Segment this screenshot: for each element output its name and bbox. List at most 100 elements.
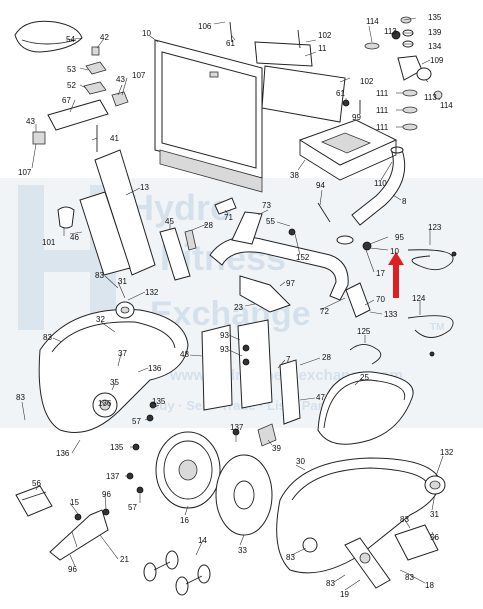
dumbbells <box>143 550 211 596</box>
part-label-109: 109 <box>430 56 444 65</box>
part-label-45: 45 <box>165 217 174 226</box>
left-belt-cover <box>38 301 189 433</box>
part-label-83c: 83 <box>16 393 25 402</box>
watermark-line1: Hydro <box>128 187 232 228</box>
right-cover <box>276 457 441 574</box>
part-label-114a: 114 <box>366 17 379 26</box>
part-label-93b: 93 <box>220 345 229 354</box>
part-label-61a: 61 <box>226 39 235 48</box>
part-label-113b: 113 <box>424 93 437 102</box>
part-label-7: 7 <box>286 355 291 364</box>
right-bearing <box>424 475 446 495</box>
part-label-136a: 136 <box>148 364 162 373</box>
part-label-11: 11 <box>318 44 327 53</box>
part-label-10a: 10 <box>142 29 151 38</box>
part-label-52: 52 <box>67 81 76 90</box>
part-label-19: 19 <box>340 590 349 599</box>
part-label-25: 25 <box>360 373 369 382</box>
part-label-132a: 132 <box>145 288 159 297</box>
part-label-17: 17 <box>376 269 385 278</box>
part-label-102b: 102 <box>360 77 374 86</box>
part-label-83e: 83 <box>286 553 295 562</box>
part-label-133: 133 <box>384 310 398 319</box>
part-label-31a: 31 <box>118 277 127 286</box>
part-label-124: 124 <box>412 294 426 303</box>
part-label-14: 14 <box>198 536 207 545</box>
part-label-31b: 31 <box>430 510 439 519</box>
part-label-21: 21 <box>120 555 129 564</box>
part-label-101: 101 <box>42 238 56 247</box>
part-label-54: 54 <box>66 35 75 44</box>
left-pedal-crank <box>15 485 110 561</box>
part-label-97: 97 <box>286 279 295 288</box>
upright-tube <box>351 146 406 226</box>
part-label-37: 37 <box>118 349 127 358</box>
flywheel <box>155 423 277 536</box>
part-label-73: 73 <box>262 201 271 210</box>
part-label-42: 42 <box>100 33 109 42</box>
part-label-93a: 93 <box>220 331 229 340</box>
part-label-135a: 135 <box>428 13 442 22</box>
part-label-95: 95 <box>395 233 404 242</box>
part-label-72: 72 <box>320 307 329 316</box>
part-label-106: 106 <box>198 22 212 31</box>
part-label-136c: 136 <box>56 449 70 458</box>
console-back-panels <box>229 21 346 123</box>
grips <box>345 282 371 318</box>
part-label-123: 123 <box>428 223 442 232</box>
part-label-83f: 83 <box>405 573 414 582</box>
cables <box>349 249 457 365</box>
part-label-15: 15 <box>70 498 79 507</box>
console <box>154 39 263 193</box>
seat-clamp-parts <box>83 46 129 107</box>
part-label-83d: 83 <box>400 515 409 524</box>
drive-belt <box>317 371 414 445</box>
top-right-hardware <box>364 16 443 100</box>
part-label-57a: 57 <box>132 417 141 426</box>
part-label-111a: 111 <box>376 89 389 98</box>
handlebar <box>209 211 349 313</box>
highlight-arrow <box>388 252 404 298</box>
part-label-67: 67 <box>62 96 71 105</box>
part-label-96b: 96 <box>68 565 77 574</box>
part-label-47: 47 <box>316 393 325 402</box>
leader-lines <box>21 17 444 591</box>
part-label-28a: 28 <box>204 221 213 230</box>
part-label-48: 48 <box>180 350 189 359</box>
part-label-38: 38 <box>290 171 299 180</box>
part-label-152: 152 <box>296 253 310 262</box>
part-label-96a: 96 <box>102 490 111 499</box>
part-label-16: 16 <box>180 516 189 525</box>
part-label-135b: 135 <box>152 397 166 406</box>
part-label-113a: 113 <box>384 27 397 36</box>
part-label-94: 94 <box>316 181 325 190</box>
handlebar-hardware <box>288 202 372 251</box>
part-label-99: 99 <box>352 113 361 122</box>
part-label-13: 13 <box>140 183 149 192</box>
base-plate <box>298 119 398 181</box>
part-label-8: 8 <box>402 197 407 206</box>
part-label-43a: 43 <box>116 75 125 84</box>
center-frame-plates <box>201 319 301 425</box>
part-label-53: 53 <box>67 65 76 74</box>
part-label-70: 70 <box>376 295 385 304</box>
part-label-41: 41 <box>110 134 119 143</box>
part-label-23: 23 <box>234 303 243 312</box>
part-label-18: 18 <box>425 581 434 590</box>
flywheel-hardware <box>126 401 240 494</box>
part-label-71: 71 <box>224 213 233 222</box>
part-labels: 54 42 53 52 43 107 67 43 41 107 10 106 6… <box>16 13 454 599</box>
part-label-107a: 107 <box>132 71 146 80</box>
part-label-135c: 135 <box>110 443 124 452</box>
part-label-35: 35 <box>110 378 119 387</box>
watermark-tm: TM <box>430 322 444 333</box>
part-label-114b: 114 <box>440 101 453 110</box>
part-label-134: 134 <box>428 42 442 51</box>
part-label-83b: 83 <box>43 333 52 342</box>
part-label-132b: 132 <box>440 448 454 457</box>
part-label-57b: 57 <box>128 503 137 512</box>
part-label-55: 55 <box>266 217 275 226</box>
part-label-30: 30 <box>296 457 305 466</box>
frame-brackets <box>159 197 237 281</box>
